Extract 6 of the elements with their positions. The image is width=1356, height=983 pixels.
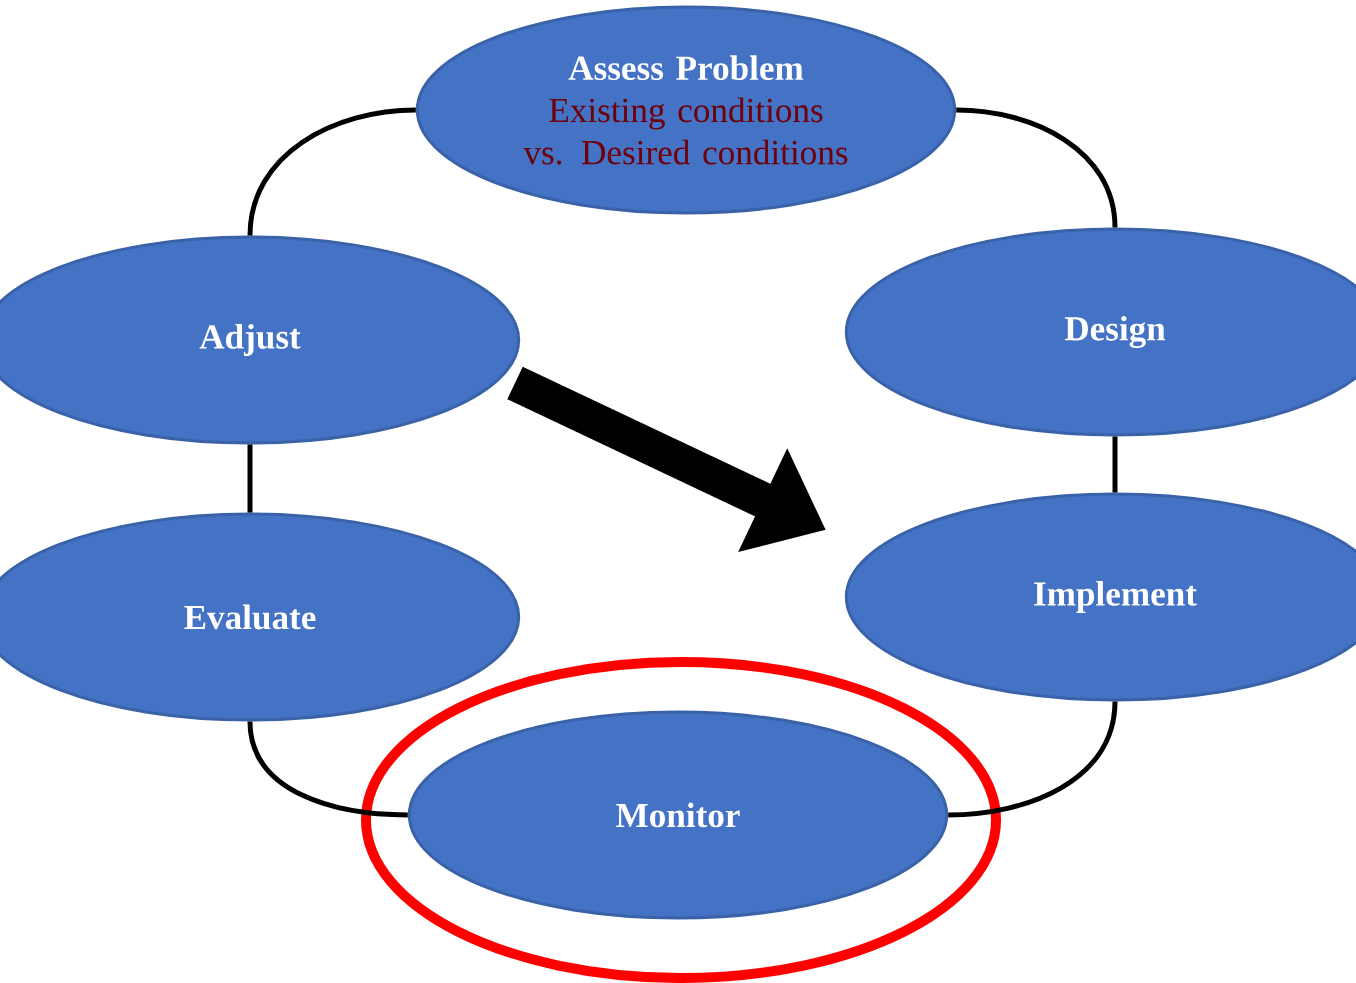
connector [247,721,408,818]
connector [247,444,253,513]
connector [948,701,1118,818]
connector [1112,436,1118,493]
connector [956,107,1118,228]
connector [247,107,416,236]
